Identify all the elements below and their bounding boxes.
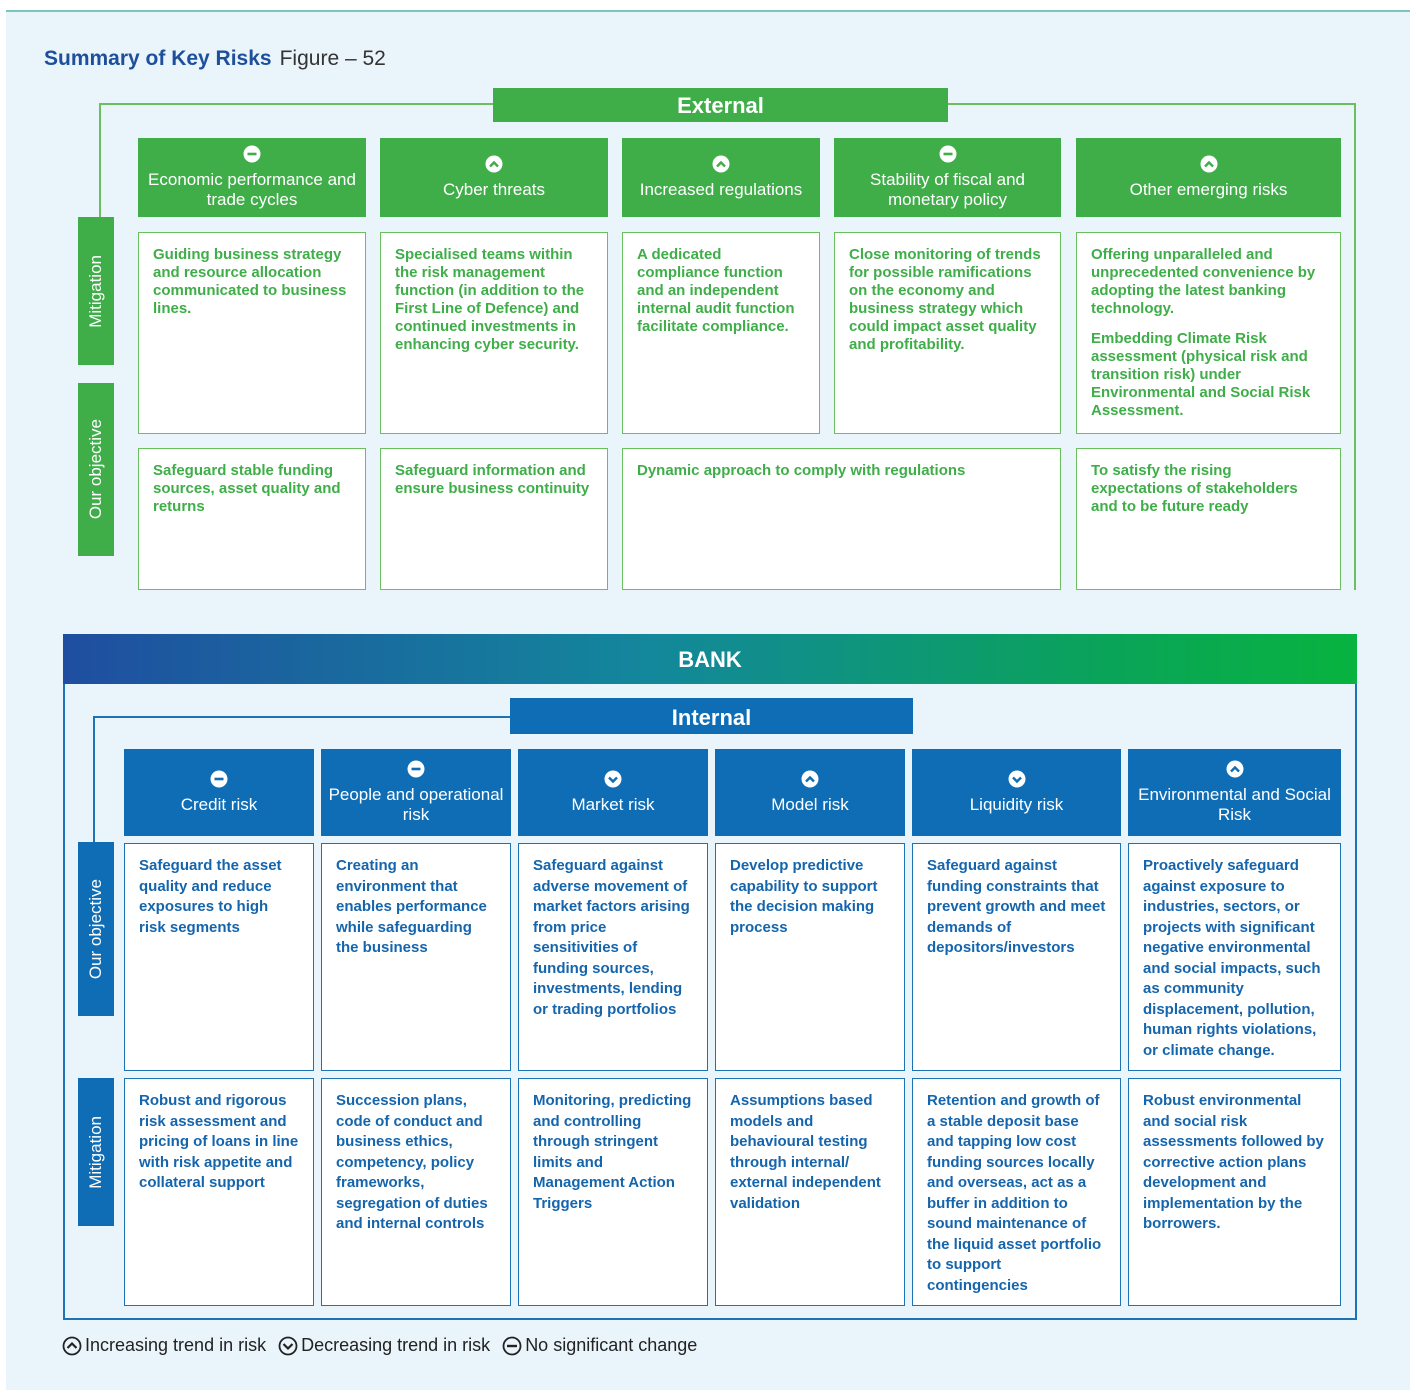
external-header: External [493,88,948,122]
external-objective-3: Dynamic approach to comply with regulati… [622,448,1061,590]
internal-mitigation-5: Retention and growth of a stable deposit… [912,1078,1121,1306]
category-label: Cyber threats [442,180,546,199]
category-label: Environmental and Social Risk [1138,785,1331,824]
internal-mitigation-1: Robust and rigorous risk assessment and … [124,1078,314,1306]
internal-header: Internal [510,698,913,734]
category-label: Economic performance and trade cycles [148,170,356,209]
no-change-icon [407,760,425,783]
internal-objective-1: Safeguard the asset quality and reduce e… [124,843,314,1071]
external-connector-left [99,103,493,105]
increasing-icon [485,155,503,178]
decreasing-icon [278,1336,298,1355]
increasing-icon [1200,155,1218,178]
internal-objective-5: Safeguard against funding constraints th… [912,843,1121,1071]
internal-category-3: Market risk [518,749,708,836]
internal-category-2: People and operational risk [321,749,511,836]
internal-category-4: Model risk [715,749,905,836]
mitigation-text: A dedicated compliance function and an i… [637,246,795,335]
increasing-icon [712,155,730,178]
internal-objective-3: Safeguard against adverse movement of ma… [518,843,708,1071]
external-objective-label: Our objective [78,383,114,556]
internal-category-1: Credit risk [124,749,314,836]
external-category-3: Increased regulations [622,138,820,217]
external-category-5: Other emerging risks [1076,138,1341,217]
internal-mitigation-2: Succession plans, code of conduct and bu… [321,1078,511,1306]
category-label: Stability of fiscal and monetary policy [870,170,1025,209]
internal-mitigation-4: Assumptions based models and behavioural… [715,1078,905,1306]
external-objective-4: To satisfy the rising expectations of st… [1076,448,1341,590]
category-label: Other emerging risks [1129,180,1288,199]
internal-objective-4: Develop predictive capability to support… [715,843,905,1071]
internal-mitigation-label: Mitigation [78,1078,114,1226]
mitigation-text: Guiding business strategy and resource a… [153,246,347,317]
no-change-icon [243,145,261,168]
external-category-4: Stability of fiscal and monetary policy [834,138,1061,217]
external-mitigation-3: A dedicated compliance function and an i… [622,232,820,434]
decreasing-icon [604,770,622,793]
external-mitigation-1: Guiding business strategy and resource a… [138,232,366,434]
legend-decreasing: Decreasing trend in risk [278,1335,490,1356]
external-mitigation-5: Offering unparalleled and unprecedented … [1076,232,1341,434]
decreasing-icon [1008,770,1026,793]
mitigation-text: Specialised teams within the risk manage… [395,246,585,353]
legend-increasing: Increasing trend in risk [62,1335,266,1356]
external-objective-2: Safeguard information and ensure busines… [380,448,608,590]
category-label: Credit risk [180,795,258,814]
internal-connector-left [93,716,510,718]
increasing-icon [801,770,819,793]
mitigation-text: Close monitoring of trends for possible … [849,246,1041,353]
internal-connector-down [93,716,95,843]
external-mitigation-label: Mitigation [78,217,114,365]
no-change-icon [939,145,957,168]
external-connector-right-down [1354,103,1356,590]
category-label: Model risk [771,795,849,814]
no-change-icon [210,770,228,793]
mitigation-text: Offering unparalleled and unprecedented … [1091,246,1316,317]
category-label: People and operational risk [328,785,504,824]
internal-objective-2: Creating an environment that enables per… [321,843,511,1071]
mitigation-text: Embedding Climate Risk assessment (physi… [1091,330,1311,419]
internal-category-5: Liquidity risk [912,749,1121,836]
external-connector-down [99,103,101,218]
legend: Increasing trend in risk Decreasing tren… [62,1335,709,1356]
internal-mitigation-3: Monitoring, predicting and controlling t… [518,1078,708,1306]
external-category-2: Cyber threats [380,138,608,217]
bank-header: BANK [63,634,1357,684]
external-mitigation-4: Close monitoring of trends for possible … [834,232,1061,434]
category-label: Market risk [571,795,655,814]
category-label: Increased regulations [639,180,803,199]
internal-mitigation-6: Robust environmental and social risk ass… [1128,1078,1341,1306]
internal-objective-label: Our objective [78,842,114,1016]
external-category-1: Economic performance and trade cycles [138,138,366,217]
increasing-icon [62,1336,82,1355]
increasing-icon [1226,760,1244,783]
legend-no-change: No significant change [502,1335,697,1356]
category-label: Liquidity risk [969,795,1064,814]
no-change-icon [502,1336,522,1355]
internal-objective-6: Proactively safeguard against exposure t… [1128,843,1341,1071]
external-mitigation-2: Specialised teams within the risk manage… [380,232,608,434]
external-connector-right [948,103,1356,105]
internal-category-6: Environmental and Social Risk [1128,749,1341,836]
external-objective-1: Safeguard stable funding sources, asset … [138,448,366,590]
